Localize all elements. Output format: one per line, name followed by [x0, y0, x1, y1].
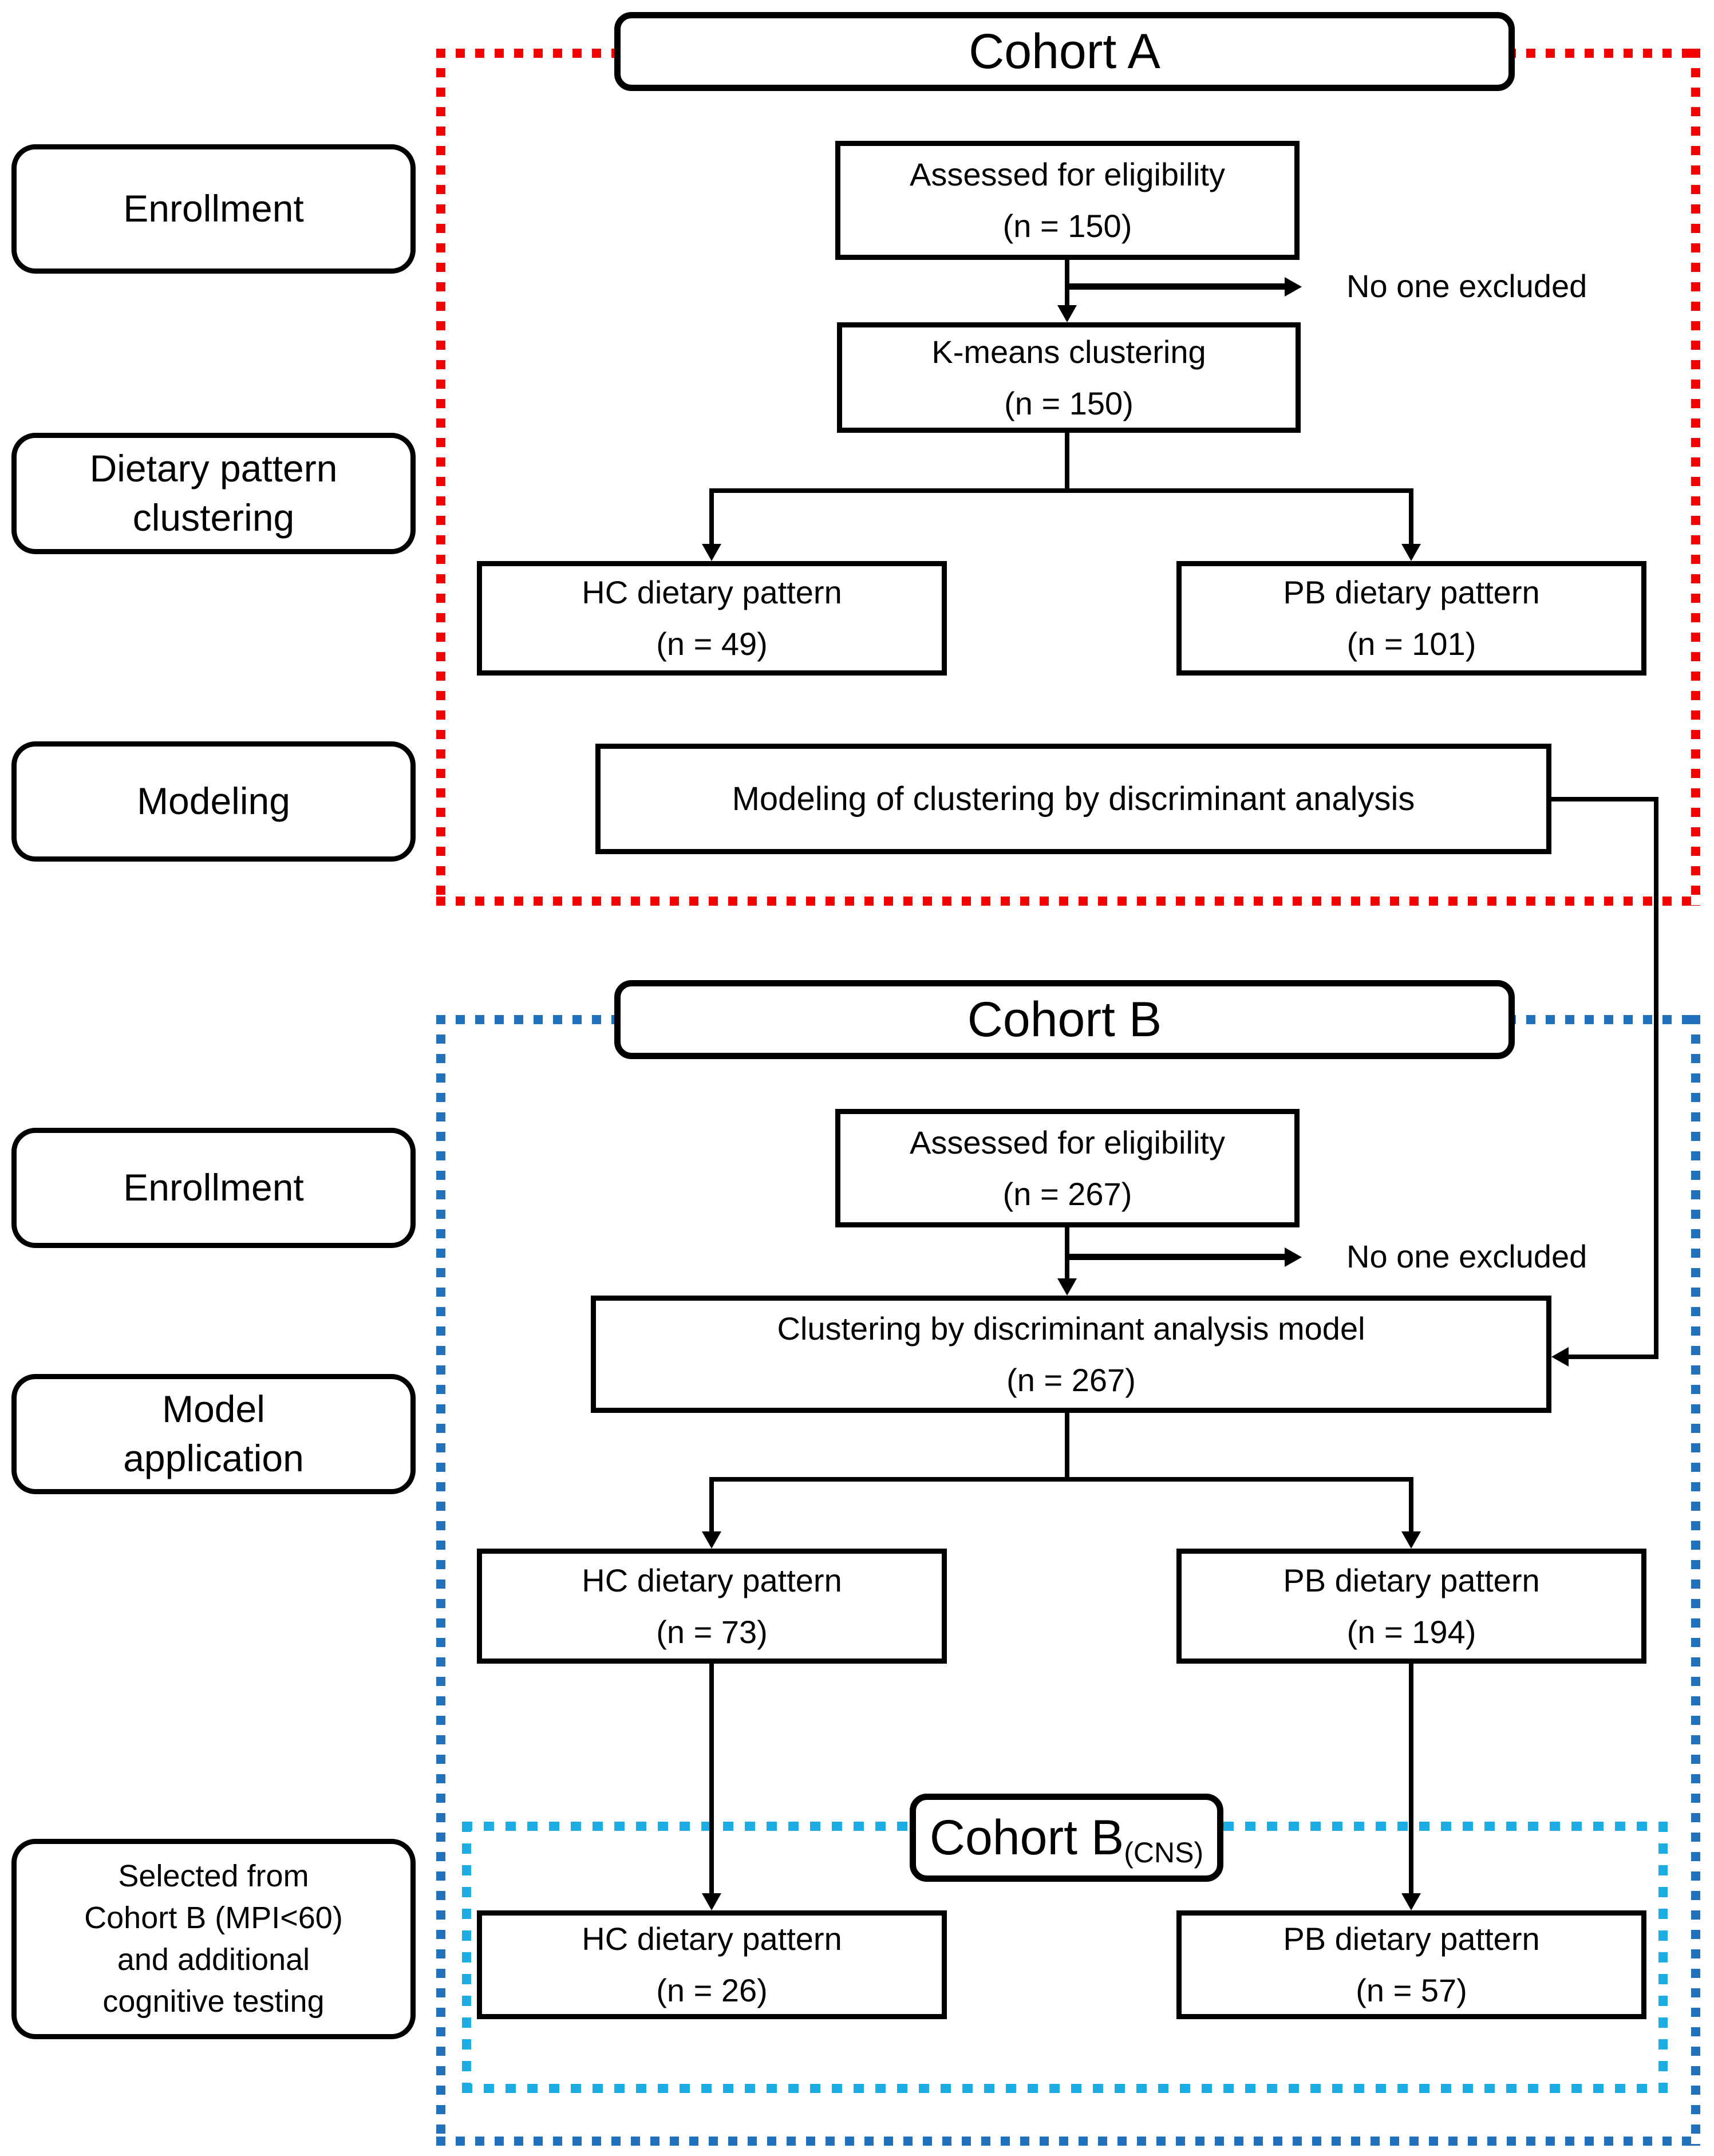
cohort-a-title: Cohort A: [969, 24, 1160, 79]
cohort-b-frame-right: [1691, 1015, 1700, 2146]
sidebar-label: Model application: [123, 1388, 304, 1479]
cohort-a-frame-bottom: [436, 897, 1700, 906]
arrowhead-right-excluded-b-icon: [1285, 1247, 1302, 1267]
arrowhead-right-excluded-a-icon: [1285, 277, 1302, 297]
cohort-b-cns-title: Cohort B(CNS): [929, 1810, 1203, 1867]
box-hc-pattern-b: HC dietary pattern (n = 73): [477, 1549, 947, 1664]
box-label: PB dietary pattern (n = 194): [1283, 1562, 1540, 1650]
box-label: Assessed for eligibility (n = 267): [910, 1124, 1225, 1212]
cohort-a-frame-right: [1691, 49, 1700, 906]
box-cluster-discriminant-model: Clustering by discriminant analysis mode…: [591, 1296, 1551, 1413]
box-label: Clustering by discriminant analysis mode…: [777, 1310, 1365, 1398]
sidebar-item-dietary-pattern-clustering: Dietary pattern clustering: [11, 433, 416, 554]
arrowhead-down-hc-a-icon: [702, 544, 721, 561]
arrowhead-down-kmeans-icon: [1057, 305, 1077, 322]
sidebar-item-enrollment-b: Enrollment: [11, 1128, 416, 1248]
sidebar-label: Dietary pattern clustering: [89, 447, 338, 539]
box-pb-pattern-cns: PB dietary pattern (n = 57): [1176, 1910, 1646, 2019]
box-label: K-means clustering (n = 150): [931, 333, 1206, 421]
excluded-note-a: No one excluded: [1346, 268, 1587, 304]
box-pb-pattern-a: PB dietary pattern (n = 101): [1176, 561, 1646, 676]
cohort-a-title-box: Cohort A: [614, 12, 1515, 91]
arrowhead-down-hc-cns-icon: [702, 1893, 721, 1910]
line-pb-b-to-pb-cns: [1409, 1664, 1413, 1896]
cohort-b-cns-frame-left: [462, 1822, 471, 2093]
line-branch-b-pb: [1409, 1477, 1413, 1534]
line-branch-b: [709, 1477, 1413, 1482]
line-cluster-down: [1065, 1411, 1069, 1482]
box-hc-pattern-cns: HC dietary pattern (n = 26): [477, 1910, 947, 2019]
cohort-b-frame-left: [436, 1015, 445, 2146]
line-branch-a-pb: [1409, 488, 1413, 546]
excluded-note-b: No one excluded: [1346, 1238, 1587, 1274]
arrowhead-down-hc-b-icon: [702, 1531, 721, 1549]
arrowhead-down-pb-a-icon: [1401, 544, 1421, 561]
sidebar-label: Enrollment: [123, 187, 304, 230]
cohort-a-frame-left: [436, 49, 445, 906]
sidebar-label: Modeling: [137, 780, 290, 823]
line-hc-b-to-hc-cns: [709, 1664, 714, 1896]
line-model-into-cluster: [1566, 1355, 1658, 1359]
arrowhead-down-cluster-icon: [1057, 1278, 1077, 1296]
line-branch-a-hc: [709, 488, 714, 546]
arrowhead-down-pb-cns-icon: [1401, 1893, 1421, 1910]
cohort-b-frame-bottom: [436, 2137, 1700, 2146]
arrowhead-down-pb-b-icon: [1401, 1531, 1421, 1549]
box-assessed-eligibility-b: Assessed for eligibility (n = 267): [835, 1109, 1300, 1227]
sidebar-label: Enrollment: [123, 1166, 304, 1209]
line-branch-a: [709, 488, 1413, 493]
cohort-b-title-box: Cohort B: [614, 980, 1515, 1059]
cohort-b-cns-title-main: Cohort B: [929, 1810, 1124, 1865]
box-hc-pattern-a: HC dietary pattern (n = 49): [477, 561, 947, 676]
sidebar-item-enrollment-a: Enrollment: [11, 144, 416, 274]
box-kmeans-clustering: K-means clustering (n = 150): [837, 322, 1301, 433]
sidebar-item-modeling: Modeling: [11, 741, 416, 862]
box-pb-pattern-b: PB dietary pattern (n = 194): [1176, 1549, 1646, 1664]
sidebar-item-selected-note: Selected from Cohort B (MPI<60) and addi…: [11, 1839, 416, 2039]
box-label: Modeling of clustering by discriminant a…: [732, 780, 1415, 818]
line-model-down: [1654, 797, 1658, 1359]
cohort-b-cns-title-subscript: (CNS): [1124, 1837, 1204, 1869]
sidebar-label: Selected from Cohort B (MPI<60) and addi…: [84, 1859, 343, 2019]
box-label: PB dietary pattern (n = 101): [1283, 574, 1540, 662]
line-branch-b-hc: [709, 1477, 714, 1534]
box-label: HC dietary pattern (n = 73): [582, 1562, 842, 1650]
line-model-out: [1551, 797, 1658, 801]
cohort-b-frame: [436, 1015, 1700, 2146]
sidebar-item-model-application: Model application: [11, 1374, 416, 1494]
box-label: HC dietary pattern (n = 49): [582, 574, 842, 662]
box-label: HC dietary pattern (n = 26): [582, 1921, 842, 2008]
box-assessed-eligibility-a: Assessed for eligibility (n = 150): [835, 141, 1300, 260]
cohort-b-cns-frame-bottom: [462, 2084, 1668, 2093]
line-excluded-b: [1067, 1254, 1286, 1260]
cohort-b-cns-frame-right: [1658, 1822, 1668, 2093]
box-modeling-discriminant: Modeling of clustering by discriminant a…: [595, 744, 1551, 854]
line-kmeans-down: [1065, 431, 1069, 493]
cohort-b-title: Cohort B: [967, 992, 1162, 1047]
box-label: PB dietary pattern (n = 57): [1283, 1921, 1540, 2008]
arrowhead-left-cluster-icon: [1551, 1347, 1569, 1367]
box-label: Assessed for eligibility (n = 150): [910, 156, 1225, 244]
cohort-b-cns-title-box: Cohort B(CNS): [910, 1794, 1223, 1882]
line-excluded-a: [1067, 283, 1286, 290]
